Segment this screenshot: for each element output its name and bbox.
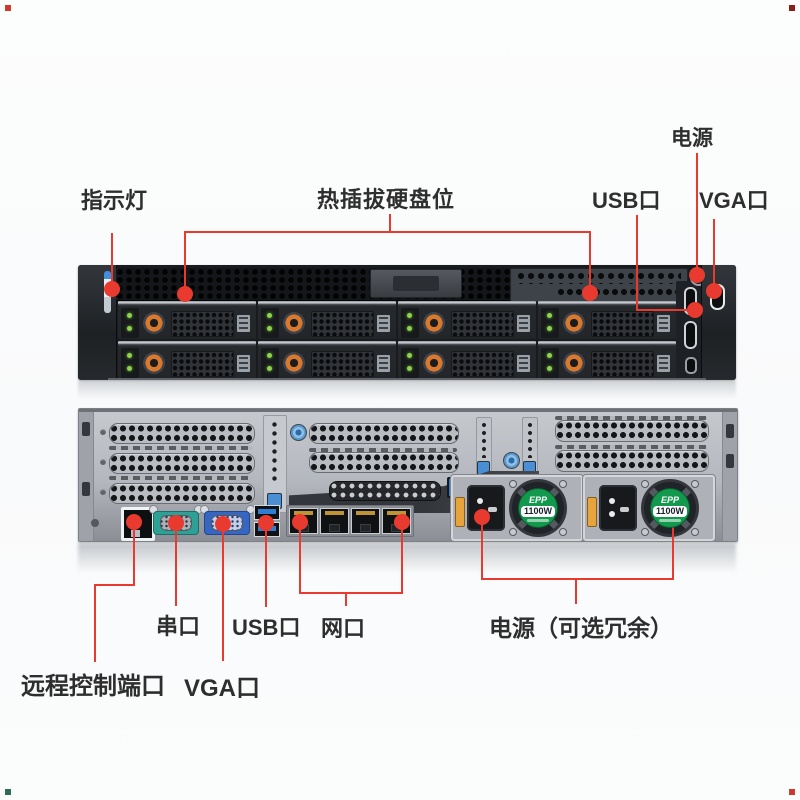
tray-latch-icon [422, 311, 446, 335]
label-psu-redundant: 电源（可选冗余） [489, 615, 673, 641]
drive-tray [118, 301, 256, 339]
front-right-rack-ear [701, 265, 736, 380]
pcie-slot-vent [109, 453, 255, 474]
lan-port-4 [382, 508, 411, 534]
corner-mark [789, 789, 795, 795]
front-vga-port [710, 284, 725, 310]
pcie-slot-vent [555, 420, 709, 442]
tray-latch-icon [142, 311, 166, 335]
psu-rating-badge: EPP 1100W [519, 489, 557, 527]
usb-port [254, 522, 280, 537]
drive-tray [398, 301, 536, 339]
drive-tray [258, 301, 396, 339]
thumbscrew [290, 424, 307, 441]
drive-tray [398, 341, 536, 379]
label-power-button: 电源 [671, 127, 713, 150]
network-ports [286, 505, 414, 537]
psu-latch [455, 497, 465, 527]
drive-tray [538, 341, 676, 379]
front-control-panel [676, 281, 702, 378]
lan-port-2 [320, 508, 349, 534]
label-rear-vga-port: VGA口 [184, 675, 261, 702]
front-right-vent-panel [510, 268, 688, 302]
pcie-slot-vent [309, 452, 459, 473]
front-reflection [78, 381, 736, 399]
psu-rating-badge: EPP 1100W [651, 489, 689, 527]
power-supply-2: EPP 1100W [582, 474, 716, 542]
tray-latch-icon [282, 351, 306, 375]
tray-latch-icon [142, 351, 166, 375]
label-hotswap-bays: 热插拔硬盘位 [317, 187, 456, 212]
psu-power-inlet [599, 485, 637, 531]
rear-vga-port [204, 511, 250, 535]
label-front-usb-port: USB口 [592, 188, 661, 213]
power-supply-1: EPP 1100W [450, 474, 584, 542]
front-left-rack-ear [78, 265, 117, 380]
label-rear-usb-port: USB口 [232, 615, 301, 640]
label-front-vga-port: VGA口 [699, 188, 769, 213]
pcie-slot-vent [555, 450, 709, 472]
server-front-view [78, 265, 736, 380]
label-remote-control-port: 远程控制端口 [21, 673, 165, 700]
front-top-vent [116, 268, 510, 301]
status-led-strip [104, 271, 111, 313]
drive-tray [258, 341, 396, 379]
tray-latch-icon [422, 351, 446, 375]
tray-latch-icon [562, 311, 586, 335]
server-rear-view: EPP 1100W EPP 1100W [78, 408, 738, 542]
front-usb-port [684, 287, 697, 315]
label-lan-port: 网口 [321, 616, 366, 641]
serial-port [153, 511, 199, 535]
lan-port-3 [351, 508, 380, 534]
rear-reflection [78, 543, 736, 573]
psu-latch [587, 497, 597, 527]
rear-usb-ports [254, 505, 280, 537]
pcie-slot-vent [109, 423, 255, 444]
drive-tray [118, 341, 256, 379]
corner-mark [5, 5, 11, 11]
tray-latch-icon [282, 311, 306, 335]
corner-mark [5, 789, 11, 795]
thumbscrew [503, 452, 520, 469]
drive-bay-row-1 [118, 301, 676, 339]
psu-power-inlet [467, 485, 505, 531]
drive-tray [538, 301, 676, 339]
front-bezel-handle [370, 269, 462, 298]
pcie-slot-vent [309, 423, 459, 444]
usb-port [254, 505, 280, 520]
label-indicator-light: 指示灯 [81, 188, 148, 213]
center-vent-slot [329, 481, 441, 501]
front-micro-usb-port [685, 357, 697, 374]
lan-port-1 [289, 508, 318, 534]
pcie-slot-vent [109, 483, 255, 504]
drive-bay-row-2 [118, 341, 676, 379]
tray-latch-icon [562, 351, 586, 375]
label-serial-port: 串口 [156, 614, 201, 639]
front-usb-port-2 [684, 321, 697, 349]
corner-mark [789, 5, 795, 11]
